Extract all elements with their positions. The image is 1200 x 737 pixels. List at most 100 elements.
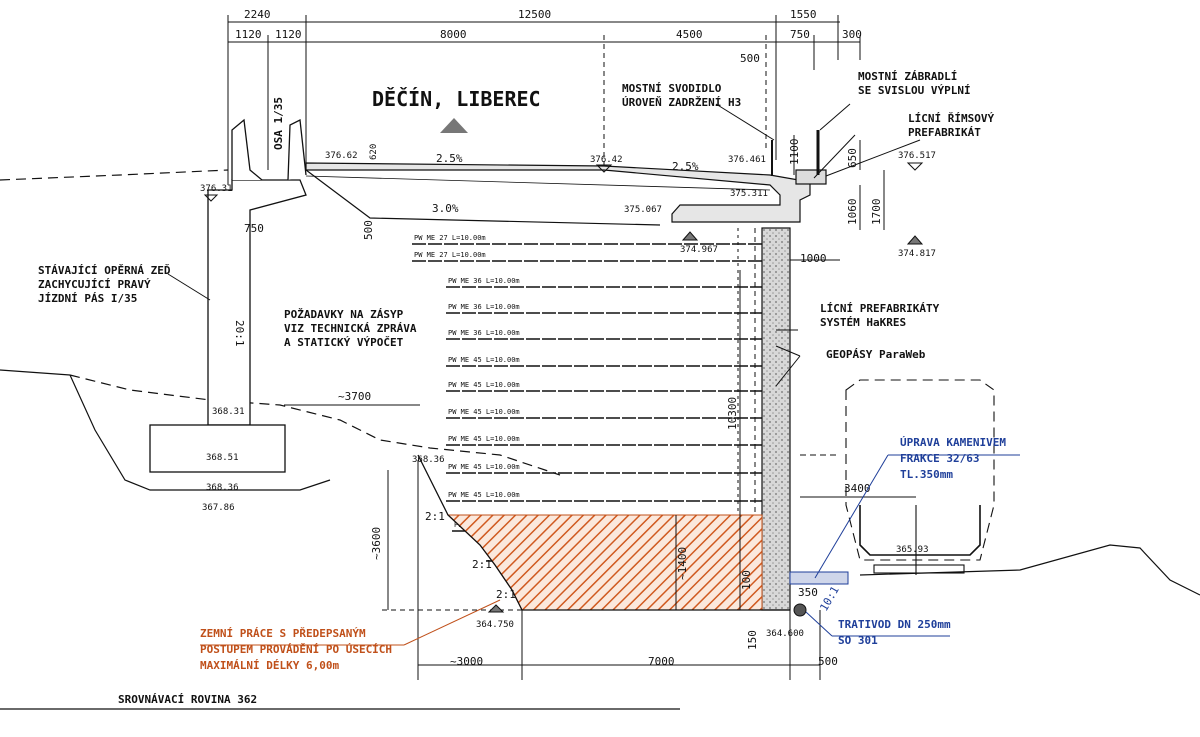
dim-1060: 1060 xyxy=(846,199,859,226)
label-licni-2: SYSTÉM HaKRES xyxy=(820,316,906,329)
label-zed-1: STÁVAJÍCÍ OPĚRNÁ ZEĎ xyxy=(38,264,171,277)
label-geo: GEOPÁSY ParaWeb xyxy=(826,348,926,361)
slope-21-b: 2:1 xyxy=(472,558,492,571)
elev-375311: 375.311 xyxy=(730,189,768,199)
facing-panel-wall xyxy=(761,227,791,611)
direction-triangle xyxy=(440,118,468,133)
dim-3700: ~3700 xyxy=(338,390,371,403)
dim-3000: ~3000 xyxy=(450,655,483,668)
label-zasyp-1: POŽADAVKY NA ZÁSYP xyxy=(284,308,404,321)
railway-clearance-outline xyxy=(800,379,1020,575)
dim-4500: 4500 xyxy=(676,28,703,41)
dim-100: 100 xyxy=(740,570,753,590)
elev-36786: 367.86 xyxy=(202,503,235,513)
elev-364600: 364.600 xyxy=(766,629,804,639)
label-trativod-1: TRATIVOD DN 250mm xyxy=(838,618,951,631)
label-zabradli-2: SE SVISLOU VÝPLNÍ xyxy=(858,84,971,97)
dim-300: 300 xyxy=(842,28,862,41)
excavation-dims xyxy=(284,270,916,680)
dim-500-vert: 500 xyxy=(362,220,375,240)
slope-3: 3.0% xyxy=(432,202,459,215)
dim-1100: 1100 xyxy=(788,139,801,166)
elev-marker-374817 xyxy=(906,235,924,245)
axis-label: OSA 1/35 xyxy=(272,97,285,150)
dim-750-h: 750 xyxy=(244,222,264,235)
blue-leader-line-3 xyxy=(805,611,833,637)
slope-101: 10:1 xyxy=(817,584,842,613)
dim-3600: ~3600 xyxy=(370,527,383,560)
dim-500-top: 500 xyxy=(740,52,760,65)
slope-2: 2.5% xyxy=(672,160,699,173)
dim-201: 20:1 xyxy=(233,320,246,347)
elev-marker-deck xyxy=(595,164,613,173)
label-svodidlo-2: ÚROVEŇ ZADRŽENÍ H3 xyxy=(622,96,741,109)
geostrip-label: PW ME 36 L=10.00m xyxy=(448,277,520,285)
label-trativod-2: SO 301 xyxy=(838,634,878,647)
geostrip-label: PW ME 45 L=10.00m xyxy=(448,381,520,389)
label-zasyp-2: VIZ TECHNICKÁ ZPRÁVA xyxy=(284,322,417,335)
dim-1120-right: 1120 xyxy=(275,28,302,41)
elev-36836b: 368.36 xyxy=(412,455,445,465)
geostrip-label: PW ME 45 L=10.00m xyxy=(448,491,520,499)
dim-1120-left: 1120 xyxy=(235,28,262,41)
dim-620: 620 xyxy=(369,144,379,160)
elev-marker-376517 xyxy=(906,162,924,171)
slope-1: 2.5% xyxy=(436,152,463,165)
dim-3400: 3400 xyxy=(844,482,871,495)
label-kamen-2: FRAKCE 32/63 xyxy=(900,452,979,465)
label-zemni-2: POSTUPEM PROVÁDĚNÍ PO ÚSECÍCH xyxy=(200,643,392,656)
geostrip-label: PW ME 45 L=10.00m xyxy=(448,463,520,471)
stone-layer xyxy=(789,571,849,585)
elev-37631: 376.31 xyxy=(200,184,233,194)
bridge-deck xyxy=(305,130,827,226)
elev-marker-374967 xyxy=(681,231,699,241)
dim-10300: 10300 xyxy=(726,397,739,430)
geostrip-label: PW ME 36 L=10.00m xyxy=(448,329,520,337)
elev-36831a: 368.31 xyxy=(212,407,245,417)
elev-marker-364750 xyxy=(487,604,505,613)
label-zabradli-1: MOSTNÍ ZÁBRADLÍ xyxy=(858,70,957,83)
label-rims-1: LÍCNÍ ŘÍMSOVÝ xyxy=(908,112,994,125)
drain-pipe xyxy=(793,603,807,617)
elev-3764: 376.42 xyxy=(590,155,623,165)
geostrip-label: PW ME 45 L=10.00m xyxy=(448,408,520,416)
existing-retaining-wall xyxy=(149,118,307,473)
slope-21-c: 2:1 xyxy=(496,588,516,601)
geostrip-label: PW ME 45 L=10.00m xyxy=(448,435,520,443)
geostrip-label: PW ME 27 L=10.00m xyxy=(414,251,486,259)
elev-36593: 365.93 xyxy=(896,545,929,555)
direction-title: DĚČÍN, LIBEREC xyxy=(372,87,541,111)
label-zed-2: ZACHYCUJÍCÍ PRAVÝ xyxy=(38,278,151,291)
dim-1700: 1700 xyxy=(870,199,883,226)
elev-36851: 368.51 xyxy=(206,453,239,463)
elev-376517: 376.517 xyxy=(898,151,936,161)
label-zasyp-3: A STATICKÝ VÝPOČET xyxy=(284,336,404,349)
label-zemni-1: ZEMNÍ PRÁCE S PŘEDEPSANÝM xyxy=(200,627,366,640)
dim-2240: 2240 xyxy=(244,8,271,21)
elev-37646: 376.461 xyxy=(728,155,766,165)
elev-375067: 375.067 xyxy=(624,205,662,215)
label-rovina: SROVNÁVACÍ ROVINA 362 xyxy=(118,693,257,706)
dim-150: 150 xyxy=(746,630,759,650)
label-kamen-1: ÚPRAVA KAMENIVEM xyxy=(900,436,1006,449)
label-kamen-3: TL.350mm xyxy=(900,468,953,481)
dim-8000: 8000 xyxy=(440,28,467,41)
geostrip-label: PW ME 36 L=10.00m xyxy=(448,303,520,311)
slope-21-a: 2:1 xyxy=(425,510,445,523)
dim-650: 650 xyxy=(846,148,859,168)
label-rims-2: PREFABRIKÁT xyxy=(908,126,981,139)
elev-374817: 374.817 xyxy=(898,249,936,259)
dim-1000: 1000 xyxy=(800,252,827,265)
dim-12500: 12500 xyxy=(518,8,551,21)
dim-1550: 1550 xyxy=(790,8,817,21)
label-zed-3: JÍZDNÍ PÁS I/35 xyxy=(38,292,137,305)
label-svodidlo-1: MOSTNÍ SVODIDLO xyxy=(622,82,722,95)
label-licni-1: LÍCNÍ PREFABRIKÁTY xyxy=(820,302,940,315)
dim-7000: 7000 xyxy=(648,655,675,668)
elev-marker xyxy=(203,194,219,202)
dim-500-bottom: 500 xyxy=(818,655,838,668)
elev-36836: 368.36 xyxy=(206,483,239,493)
geostrip-label: PW ME 45 L=10.00m xyxy=(448,356,520,364)
geostrip-label: PW ME 27 L=10.00m xyxy=(414,234,486,242)
